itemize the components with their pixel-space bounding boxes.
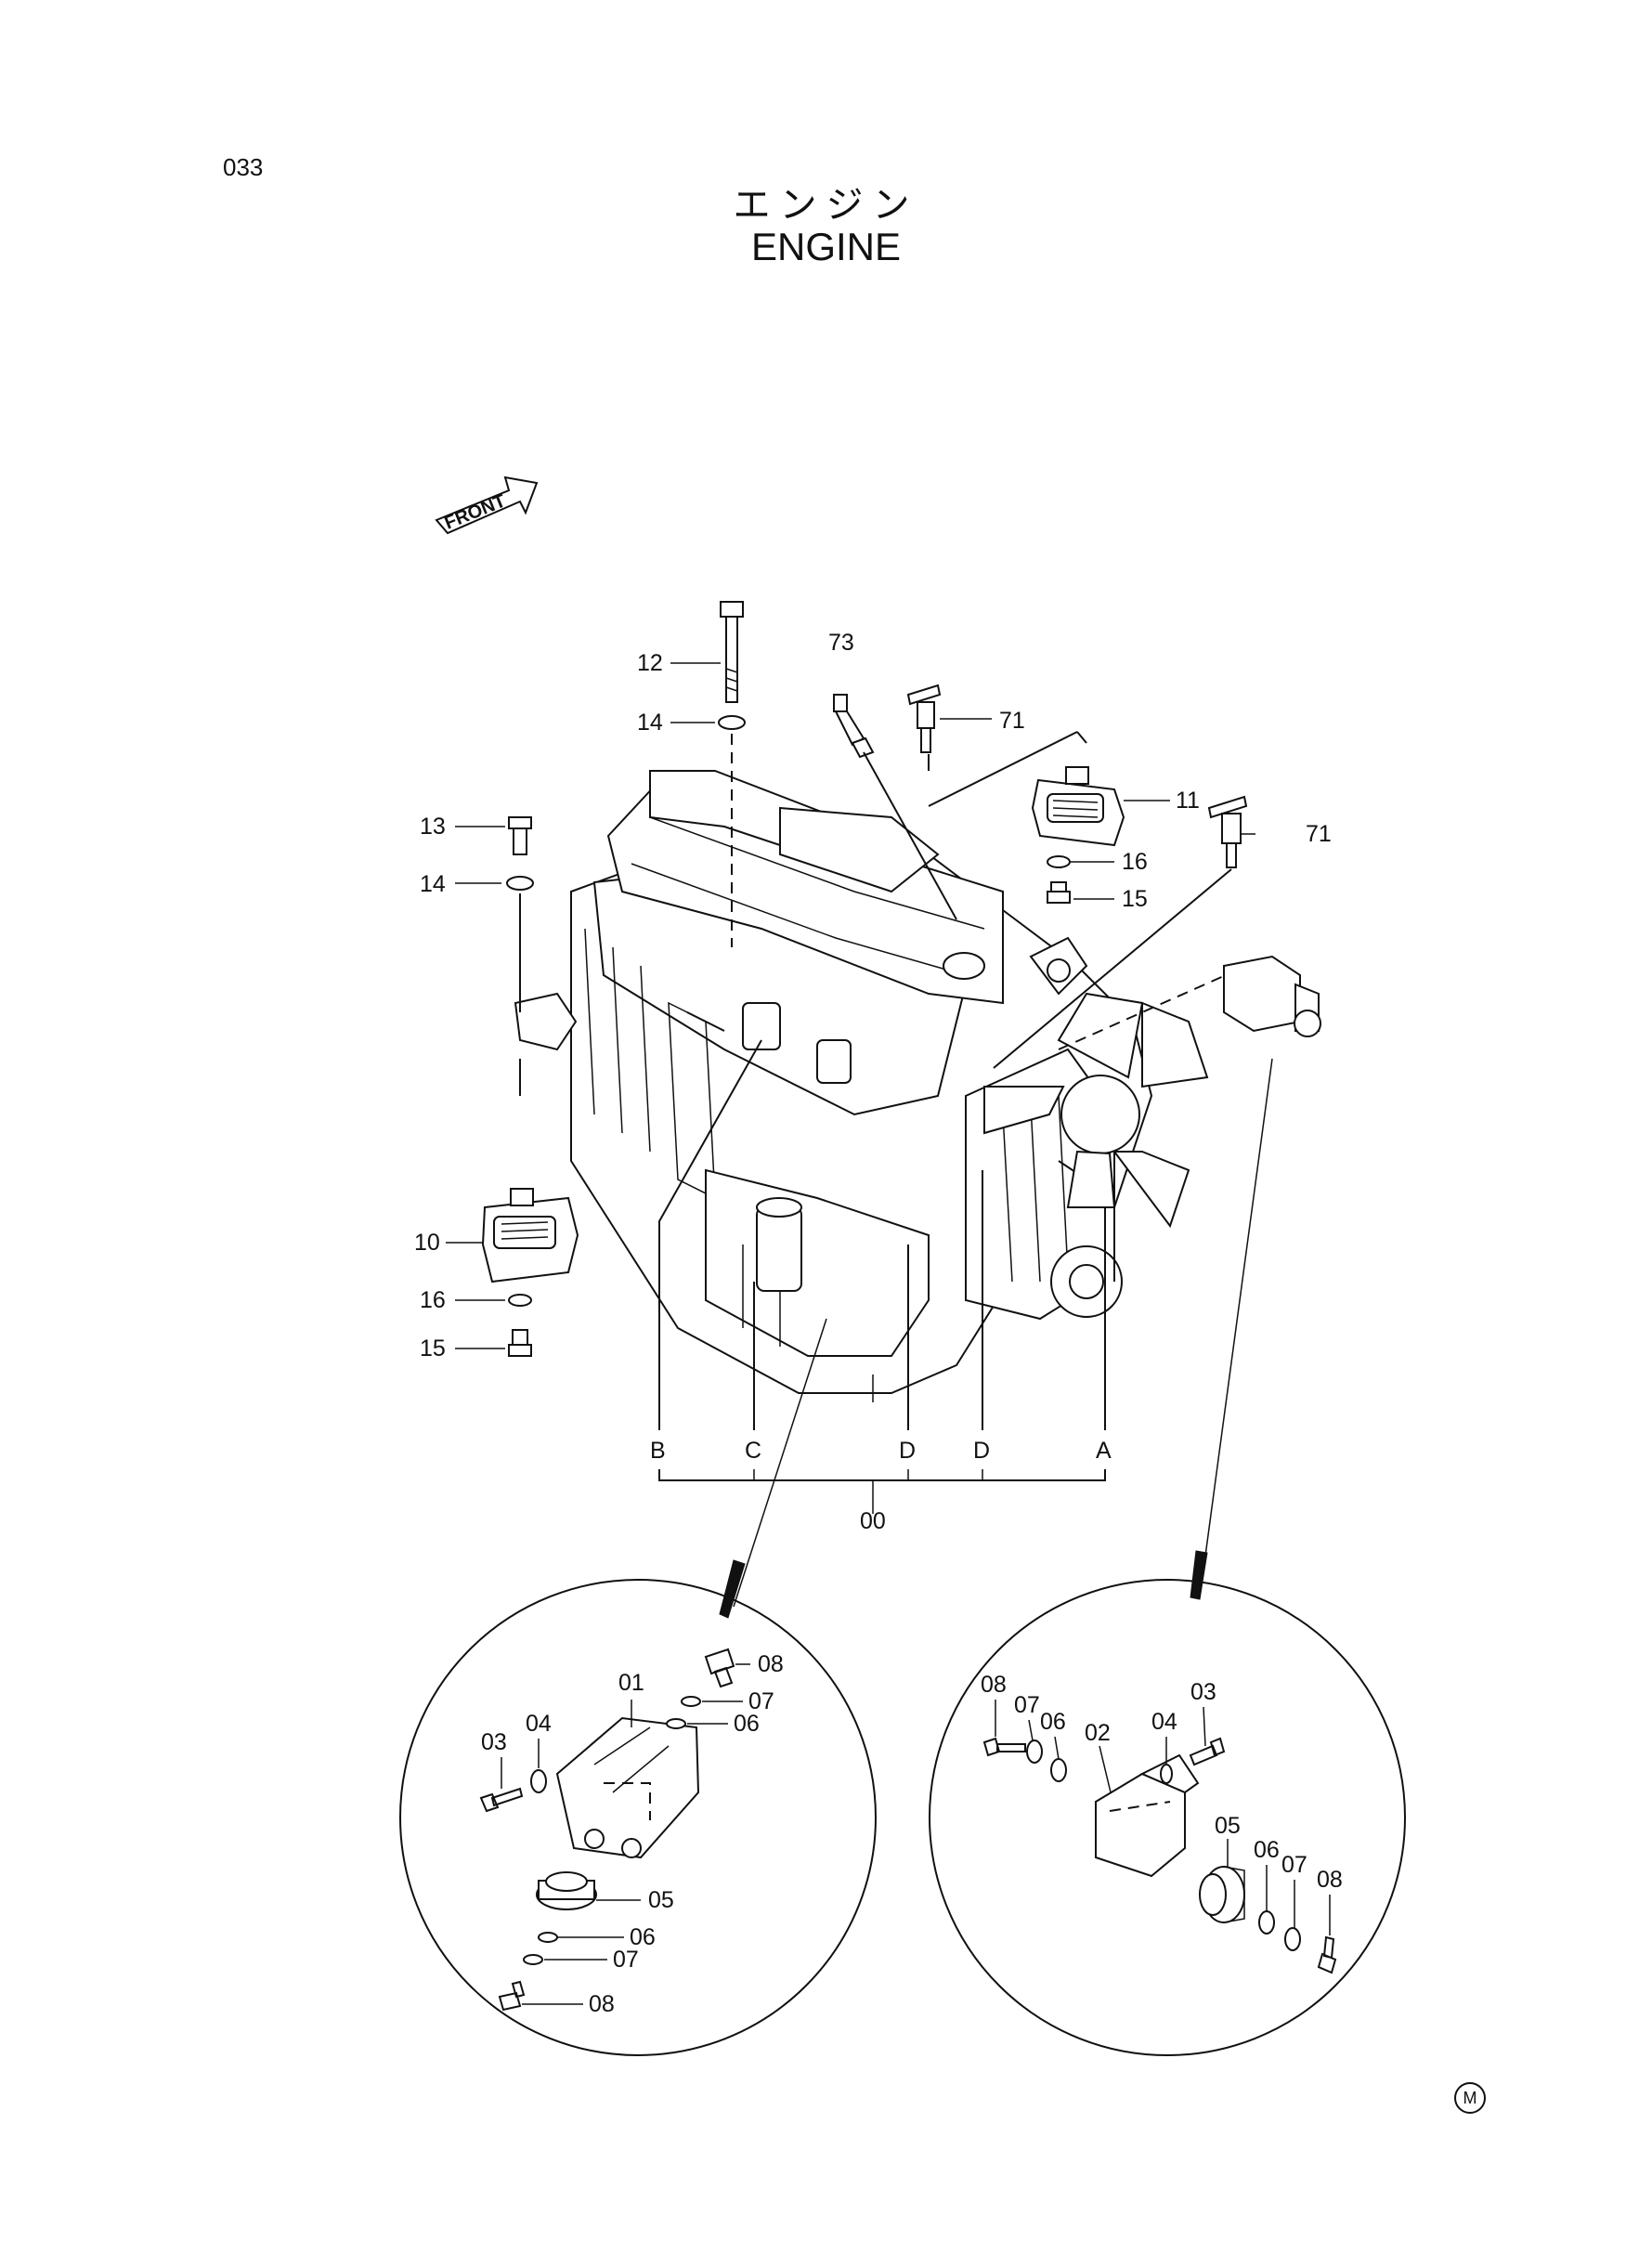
right-label-04: 04 — [1151, 1709, 1177, 1735]
left-label-08-top: 08 — [758, 1651, 784, 1677]
switch-71-icon — [906, 684, 942, 753]
washer-04-right — [1160, 1764, 1173, 1784]
label-71-right: 71 — [1306, 821, 1332, 847]
front-label: FRONT — [442, 490, 509, 533]
washer-06-right-bottom — [1258, 1910, 1275, 1935]
connector-d-1: D — [899, 1438, 916, 1464]
left-label-06-top: 06 — [734, 1711, 760, 1737]
right-label-06-bottom: 06 — [1254, 1837, 1280, 1863]
left-label-07-bottom: 07 — [613, 1947, 639, 1973]
oil-filter — [756, 1206, 802, 1292]
washer-06-right-top — [1050, 1758, 1067, 1782]
washer-07-right-top — [1026, 1739, 1043, 1764]
bolt-08-left-bottom-icon — [498, 1980, 526, 2012]
engine-mount-10-icon — [481, 1188, 579, 1283]
washer-16-left — [508, 1294, 532, 1307]
washer-14-top — [718, 715, 746, 730]
title-english: ENGINE — [750, 225, 902, 268]
bolt-08-left-top-icon — [704, 1648, 735, 1688]
label-12: 12 — [637, 650, 663, 676]
connector-b: B — [650, 1438, 666, 1464]
bolt-12-icon — [720, 601, 744, 703]
sensor-73-icon — [833, 694, 875, 759]
left-label-07-top: 07 — [748, 1688, 774, 1714]
label-00: 00 — [860, 1508, 886, 1534]
detail-circle-right — [929, 1579, 1406, 2056]
front-arrow-icon: FRONT — [435, 476, 539, 535]
left-label-04: 04 — [526, 1711, 552, 1737]
connector-d-2: D — [973, 1438, 990, 1464]
left-label-06-bottom: 06 — [630, 1924, 656, 1950]
bolt-13-icon — [508, 816, 532, 855]
right-label-08-top: 08 — [981, 1672, 1007, 1698]
right-label-07-top: 07 — [1014, 1692, 1040, 1718]
washer-14-left — [506, 876, 534, 891]
right-mount-bracket-02 — [1095, 1753, 1200, 1878]
left-label-01: 01 — [618, 1670, 644, 1696]
corner-m-mark: M — [1454, 2082, 1486, 2114]
washer-06-left-top — [666, 1718, 686, 1729]
right-label-03: 03 — [1190, 1679, 1216, 1705]
engine-mount-11-icon — [1031, 766, 1125, 847]
detail-circle-left — [399, 1579, 877, 2056]
left-label-05: 05 — [648, 1887, 674, 1913]
bolt-03-left-icon — [479, 1787, 524, 1813]
label-10: 10 — [414, 1230, 440, 1256]
washer-06-left-bottom — [538, 1932, 558, 1943]
washer-07-left-top — [681, 1696, 701, 1707]
switch-71-right-icon — [1207, 795, 1248, 868]
label-15-right: 15 — [1122, 886, 1148, 912]
label-14-top: 14 — [637, 710, 663, 736]
engine-block — [514, 769, 1153, 1394]
washer-07-right-bottom — [1284, 1927, 1301, 1951]
left-mount-bracket-01 — [555, 1716, 700, 1859]
connector-c: C — [745, 1438, 761, 1464]
bolt-15-right-icon — [1047, 881, 1071, 904]
left-label-08-bottom: 08 — [589, 1991, 615, 2017]
label-14-left: 14 — [420, 871, 446, 897]
connector-a: A — [1096, 1438, 1112, 1464]
bracket-02-icon — [1223, 955, 1321, 1037]
right-label-02: 02 — [1085, 1720, 1111, 1746]
cooling-fan-icon — [983, 992, 1209, 1229]
bolt-08-right-top-icon — [982, 1737, 1026, 1757]
label-11: 11 — [1176, 788, 1200, 814]
right-label-06-top: 06 — [1040, 1709, 1066, 1735]
washer-07-left-bottom — [523, 1954, 543, 1965]
washer-04-left — [530, 1769, 547, 1793]
label-13: 13 — [420, 814, 446, 840]
label-73: 73 — [828, 630, 854, 656]
page-number: 033 — [223, 153, 264, 181]
label-71-left: 71 — [999, 708, 1025, 734]
right-label-07-bottom: 07 — [1281, 1852, 1307, 1878]
right-label-05: 05 — [1215, 1813, 1241, 1839]
bolt-03-right-icon — [1189, 1737, 1226, 1766]
mount-rubber-05-right-icon — [1199, 1866, 1245, 1923]
left-label-03: 03 — [481, 1729, 507, 1755]
right-label-08-bottom: 08 — [1317, 1867, 1343, 1893]
label-16-right: 16 — [1122, 849, 1148, 875]
bolt-15-left-icon — [508, 1329, 532, 1357]
title-japanese: エンジン — [733, 184, 919, 227]
bolt-08-right-bottom-icon — [1317, 1935, 1337, 1974]
washer-16-right — [1047, 855, 1071, 868]
label-16-left: 16 — [420, 1287, 446, 1313]
label-15-left: 15 — [420, 1335, 446, 1362]
mount-rubber-05-left-icon — [536, 1871, 597, 1910]
